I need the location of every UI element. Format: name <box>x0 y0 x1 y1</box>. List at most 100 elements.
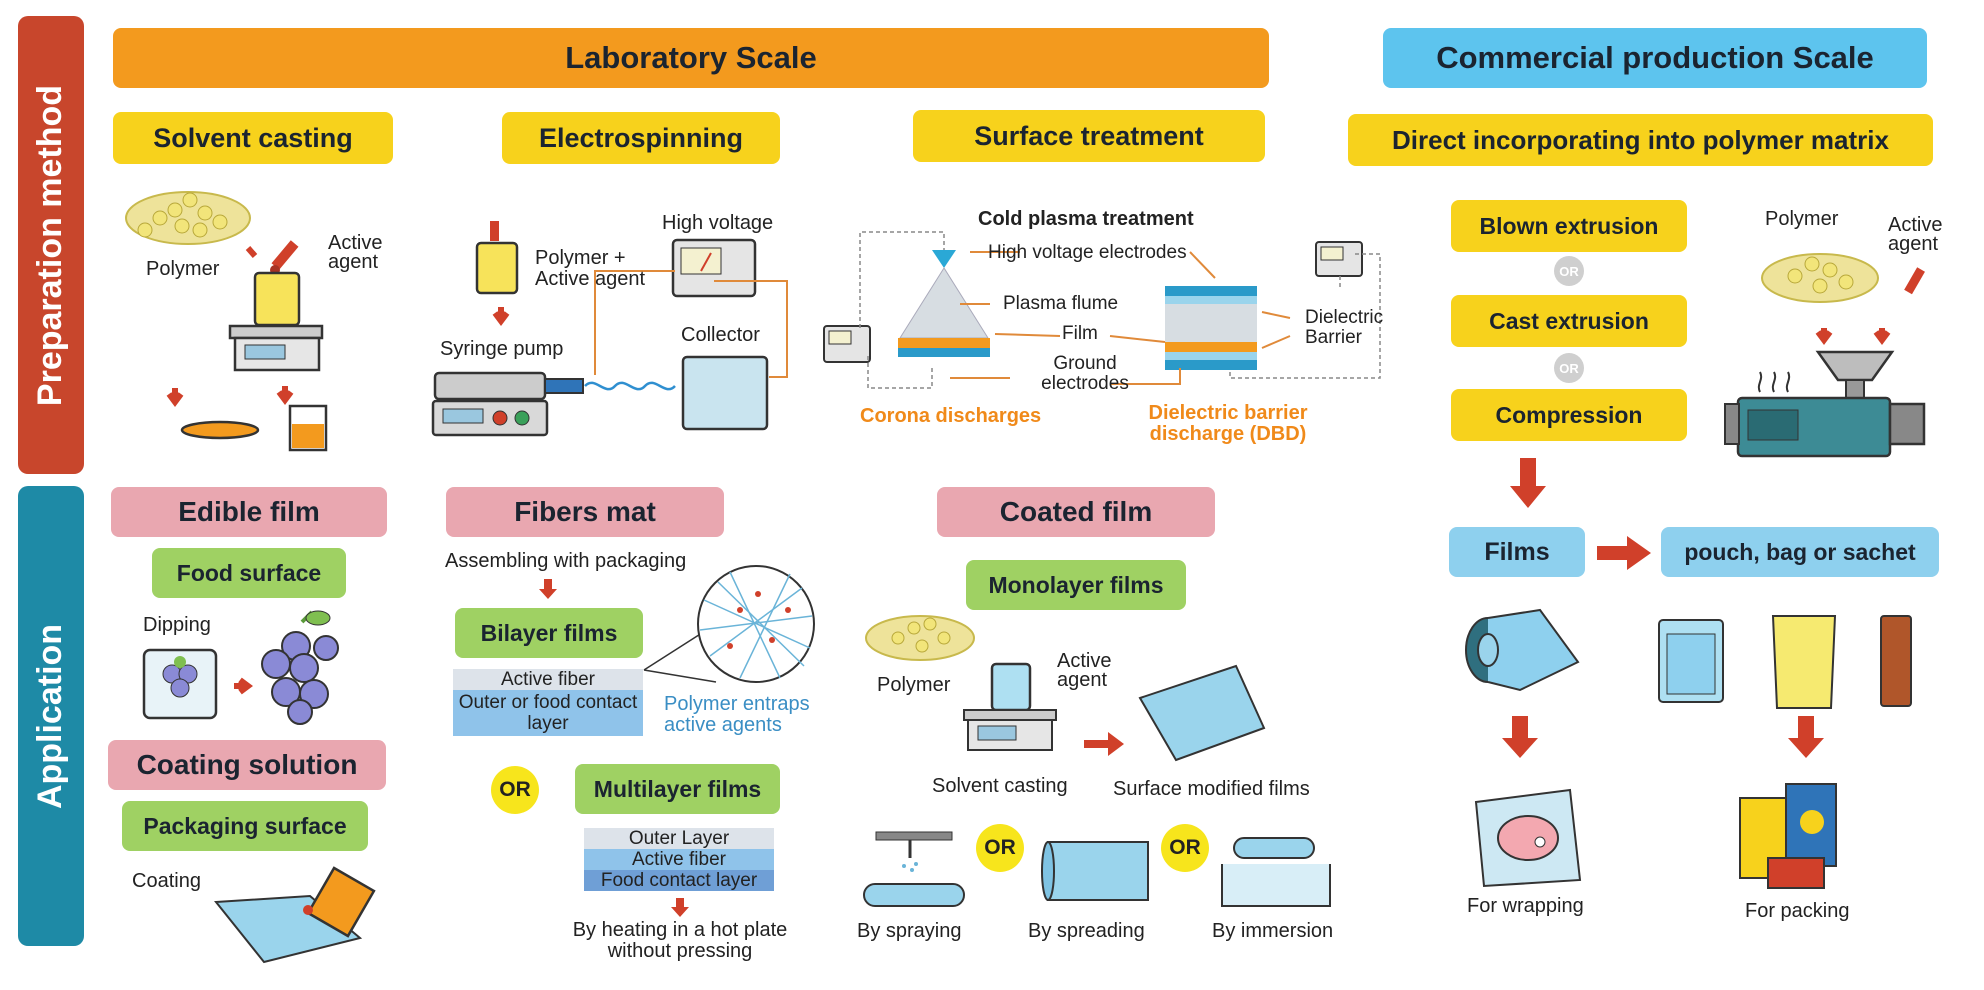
down-arrow-assembling <box>539 579 557 599</box>
plasma-ground-label: Ground electrodes <box>1041 353 1129 394</box>
multi-layer-3: Food contact layer <box>584 870 774 891</box>
or-badge-2: OR <box>1554 353 1584 383</box>
edible-film-label: Edible film <box>178 496 320 527</box>
dropper-icon <box>270 240 299 275</box>
plasma-hv-electrodes-label: High voltage electrodes <box>988 242 1187 263</box>
for-packing-label: For packing <box>1745 900 1850 922</box>
coating-solution-label: Coating solution <box>136 749 358 780</box>
plasma-film-label: Film <box>1062 323 1098 344</box>
fibers-mat-label: Fibers mat <box>514 496 656 527</box>
down-arrow-packing <box>1788 716 1824 758</box>
or-badge-fibers: OR <box>491 766 539 814</box>
dbd-label: Dielectric barrier discharge (DBD) <box>1148 402 1308 445</box>
method-surface-label: Surface treatment <box>974 120 1204 151</box>
beaker-icon <box>475 221 519 295</box>
polymer-pellets-icon <box>865 615 975 661</box>
compression-box: Compression <box>1451 389 1687 441</box>
solvent-casting-label: Solvent casting <box>932 775 1068 797</box>
commercial-active-label: Active agent <box>1888 214 1943 255</box>
method-solvent-casting: Solvent casting <box>113 112 393 164</box>
down-arrow-films <box>1510 458 1546 508</box>
films-box: Films <box>1449 527 1585 577</box>
multilayer-films-label: Multilayer films <box>593 775 762 802</box>
or-badge-coated-2: OR <box>1161 824 1209 872</box>
immersion-icon <box>1221 837 1331 907</box>
blown-extrusion-box: Blown extrusion <box>1451 200 1687 252</box>
film-roll-icon <box>1465 608 1580 692</box>
polymer-pellets-icon <box>125 191 251 245</box>
solvent-polymer-label: Polymer <box>146 258 220 280</box>
coating-illustration <box>214 866 376 964</box>
down-arrow-heating <box>671 898 689 917</box>
method-direct-incorporating: Direct incorporating into polymer matrix <box>1348 114 1933 166</box>
side-application: Application <box>18 486 84 946</box>
dbd-meter-icon <box>1315 241 1363 277</box>
coated-polymer-label: Polymer <box>877 674 951 696</box>
solvent-active-label: Active agent <box>328 232 383 273</box>
method-electro-label: Electrospinning <box>538 122 744 153</box>
by-spreading-label: By spreading <box>1028 920 1145 942</box>
coated-film-label: Coated film <box>999 496 1153 527</box>
for-wrapping-label: For wrapping <box>1467 895 1584 917</box>
dipping-label: Dipping <box>143 614 211 636</box>
bilayer-layer-1: Active fiber <box>453 669 643 690</box>
cast-extrusion-label: Cast extrusion <box>1489 307 1649 334</box>
or-badge-coated-1: OR <box>976 824 1024 872</box>
bilayer-films-label: Bilayer films <box>480 619 618 646</box>
surface-modified-label: Surface modified films <box>1113 778 1310 800</box>
by-immersion-label: By immersion <box>1212 920 1334 942</box>
films-label: Films <box>1484 537 1550 566</box>
lab-scale-label: Laboratory Scale <box>565 40 817 75</box>
electro-syringe-pump-label: Syringe pump <box>440 338 564 360</box>
commercial-scale-label: Commercial production Scale <box>1436 40 1874 75</box>
syringe-pump-icon <box>431 371 584 437</box>
spraying-icon <box>863 831 965 907</box>
packaging-surface-box: Packaging surface <box>122 801 368 851</box>
pouch-label: pouch, bag or sachet <box>1684 538 1916 565</box>
solvent-casting-illustration <box>125 191 328 452</box>
or-badge-1: OR <box>1554 256 1584 286</box>
coating-label: Coating <box>132 870 201 892</box>
commercial-polymer-label: Polymer <box>1765 208 1839 230</box>
electrospinning-illustration <box>431 221 788 437</box>
surface-film-icon <box>1138 664 1266 762</box>
grape-small-icon <box>162 656 198 698</box>
coated-solvent-illustration <box>865 615 1266 762</box>
side-preparation-label: Preparation method <box>31 84 70 406</box>
pouring-beaker-icon <box>306 866 376 938</box>
wrapped-meat-icon <box>1474 788 1582 888</box>
edible-film-box: Edible film <box>111 487 387 537</box>
electro-collector-label: Collector <box>681 324 760 346</box>
side-application-label: Application <box>31 623 70 809</box>
petri-dish-icon <box>180 420 260 440</box>
side-preparation: Preparation method <box>18 16 84 474</box>
packaging-surface-label: Packaging surface <box>143 812 347 839</box>
corona-meter-icon <box>823 325 871 363</box>
extruder-illustration <box>1724 253 1926 458</box>
coated-film-box: Coated film <box>937 487 1215 537</box>
extruder-icon <box>1724 350 1926 458</box>
beaker-on-scale-icon <box>228 271 324 372</box>
entraps-label: Polymer entraps active agents <box>664 693 810 736</box>
corona-discharges-label: Corona discharges <box>860 405 1042 427</box>
cast-extrusion-box: Cast extrusion <box>1451 295 1687 347</box>
monolayer-films-box: Monolayer films <box>966 560 1186 610</box>
pouch-box: pouch, bag or sachet <box>1661 527 1939 577</box>
method-direct-label: Direct incorporating into polymer matrix <box>1392 124 1889 155</box>
fibers-mat-box: Fibers mat <box>446 487 724 537</box>
grapes-icon <box>261 610 339 725</box>
method-surface-treatment: Surface treatment <box>913 110 1265 162</box>
snack-packs-icon <box>1739 783 1837 889</box>
plasma-illustration <box>823 231 1381 389</box>
bilayer-layer-2: Outer or food contact layer <box>453 690 643 736</box>
down-arrow-wrapping <box>1502 716 1538 758</box>
plasma-title: Cold plasma treatment <box>978 208 1194 230</box>
collector-icon <box>681 355 769 431</box>
coating-solution-box: Coating solution <box>108 740 386 790</box>
dropper-icon <box>1904 267 1925 295</box>
electro-high-voltage-label: High voltage <box>662 212 774 234</box>
bilayer-films-box: Bilayer films <box>455 608 643 658</box>
fiber-mesh-illustration <box>643 565 815 683</box>
by-spraying-label: By spraying <box>857 920 962 942</box>
plasma-flume-label: Plasma flume <box>1003 293 1119 314</box>
